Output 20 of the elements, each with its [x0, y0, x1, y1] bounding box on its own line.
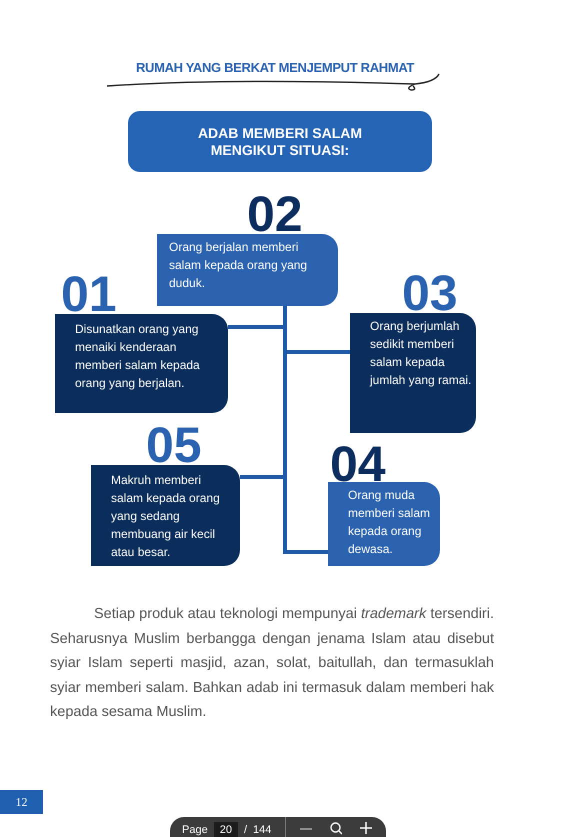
page-input: 20	[214, 822, 238, 837]
body-paragraph: Setiap produk atau teknologi mempunyai trademark tersendiri. Seharusnya Muslim berbangga dengan jenama Islam atau disebut syiar Islam seperti masjid, azan, solat, baitullah, dan termasuklah syiar memberi salam. Bahkan adab ini termasuk dalam memberi hak kepada sesama Muslim.	[50, 605, 494, 722]
step-number: 03	[402, 271, 458, 315]
heading-box	[128, 111, 432, 172]
heading-text: ADAB MEMBERI SALAM MENGIKUT SITUASI:	[196, 124, 364, 158]
info-text: Makruh memberi salam kepada orang yang sedang membuang air kecil atau besar.	[111, 472, 221, 561]
step-number: 01	[61, 272, 117, 316]
page-total: 144	[253, 823, 272, 837]
page-separator: /	[244, 823, 248, 837]
connector-line	[283, 306, 328, 554]
header-title: RUMAH YANG BERKAT MENJEMPUT RAHMAT	[134, 59, 416, 77]
step-number: 04	[330, 442, 386, 486]
info-text: Orang muda memberi salam kepada orang dewasa.	[348, 487, 432, 558]
page-label: Page	[182, 823, 208, 837]
info-text: Disunatkan orang yang menaiki kenderaan memberi salam kepada orang yang berjalan.	[75, 321, 201, 392]
info-text: Orang berjumlah sedikit memberi salam kepada jumlah yang ramai.	[370, 318, 472, 389]
step-number: 02	[247, 192, 303, 236]
info-text: Orang berjalan memberi salam kepada orang yang duduk.	[169, 239, 308, 292]
step-number: 05	[146, 423, 202, 467]
page-number: 12	[0, 790, 43, 814]
